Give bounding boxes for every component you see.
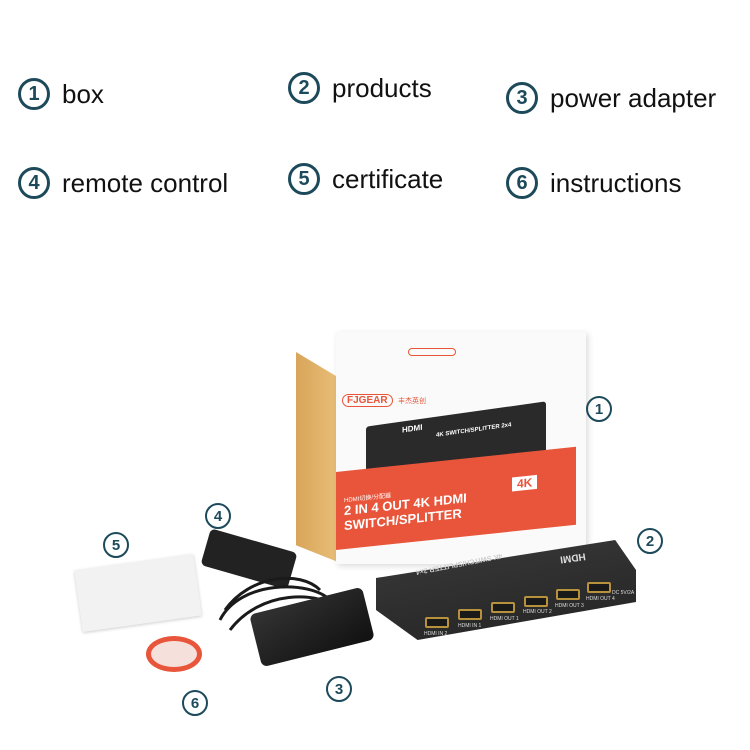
legend-label: power adapter — [550, 82, 717, 113]
circled-number: 6 — [506, 167, 538, 199]
power-port-label: DC 5V/2A — [612, 590, 635, 596]
device-text: 4K SWITCH/SPLITTER 2x4 — [436, 422, 512, 439]
box-brand-cn: 丰杰英创 — [398, 398, 426, 405]
callout-1: 1 — [586, 396, 612, 422]
port-label: HDMI IN 1 — [458, 623, 482, 629]
box-4k-badge: 4K — [512, 474, 538, 492]
legend-label: remote control — [62, 167, 229, 198]
legend-label: instructions — [550, 167, 682, 198]
legend-item-certificate: 5 certificate — [288, 163, 443, 195]
legend-item-instructions: 6 instructions — [506, 167, 682, 199]
circled-number: 5 — [288, 163, 320, 195]
legend-item-remote-control: 4 remote control — [18, 167, 228, 199]
callout-6: 6 — [182, 690, 208, 716]
port-label: HDMI OUT 4 — [586, 596, 615, 602]
callout-3: 3 — [326, 676, 352, 702]
legend-item-box: 1 box — [18, 78, 104, 110]
certificate — [74, 553, 202, 633]
port-label: HDMI OUT 1 — [490, 616, 519, 622]
legend-label: products — [332, 72, 432, 103]
port-hdmi-out-3 — [556, 589, 580, 600]
box-front: FJGEAR 丰杰英创 HDMI 4K SWITCH/SPLITTER 2x4 … — [336, 332, 586, 564]
port-label: HDMI OUT 2 — [523, 609, 552, 615]
instruction-sticker — [146, 636, 202, 672]
box-top-logo — [408, 348, 456, 356]
circled-number: 4 — [18, 167, 50, 199]
legend-item-products: 2 products — [288, 72, 432, 104]
callout-5: 5 — [103, 532, 129, 558]
device-logo: HDMI — [402, 422, 423, 435]
box-side — [296, 352, 338, 562]
port-hdmi-out-2 — [524, 596, 548, 607]
box-brand-logo: FJGEAR — [342, 394, 393, 407]
callout-2: 2 — [637, 528, 663, 554]
circled-number: 3 — [506, 82, 538, 114]
port-label: HDMI IN 2 — [424, 631, 448, 637]
legend-label: box — [62, 78, 104, 109]
circled-number: 1 — [18, 78, 50, 110]
port-hdmi-in-2 — [425, 617, 449, 628]
port-hdmi-out-1 — [491, 602, 515, 613]
port-hdmi-in-1 — [458, 609, 482, 620]
legend-label: certificate — [332, 163, 444, 194]
port-label: HDMI OUT 3 — [555, 603, 584, 609]
callout-4: 4 — [205, 503, 231, 529]
legend-item-power-adapter: 3 power adapter — [506, 82, 716, 114]
circled-number: 2 — [288, 72, 320, 104]
port-hdmi-out-4 — [587, 582, 611, 593]
